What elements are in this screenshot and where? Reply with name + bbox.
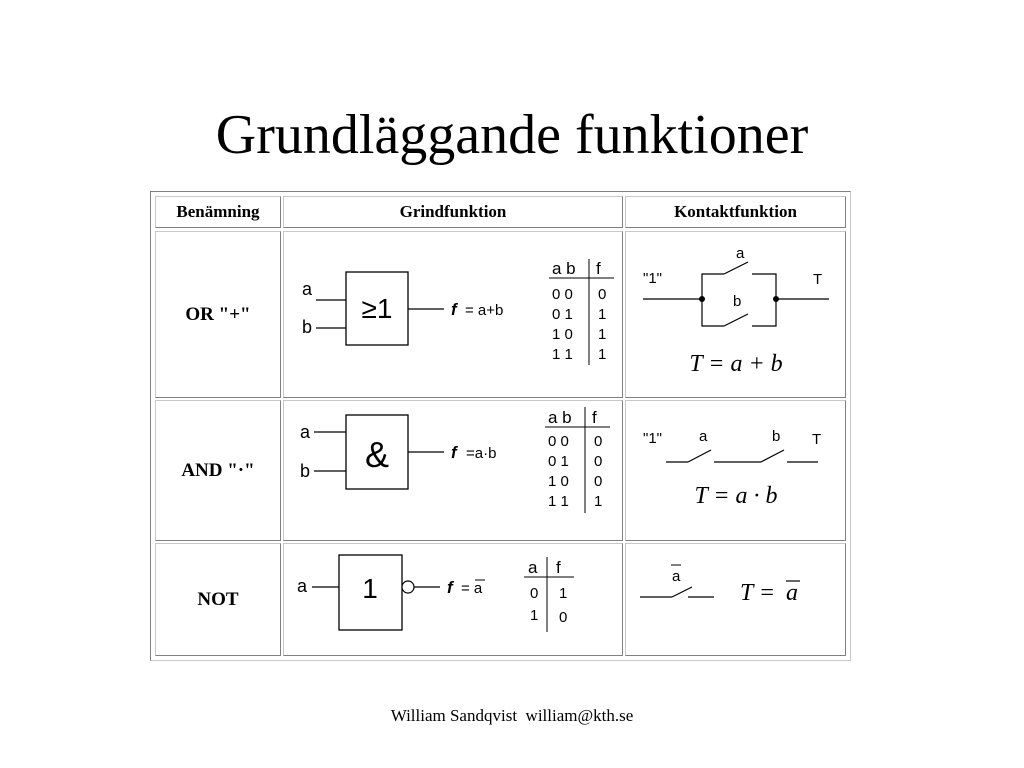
or-truth-header-f: f: [596, 259, 601, 278]
not-truth-row-out: 0: [559, 609, 567, 626]
and-input-b-label: b: [300, 461, 310, 481]
and-source-label: "1": [643, 430, 662, 447]
slide-title: Grundläggande funktioner: [215, 104, 809, 166]
or-source-label: "1": [643, 270, 662, 287]
and-gate-symbol: &: [365, 434, 389, 475]
and-truth-row-out: 0: [594, 433, 602, 450]
row-name-and: AND "·": [155, 400, 281, 541]
or-truth-row-out: 1: [598, 306, 606, 323]
row-name-or: OR "+": [155, 231, 281, 398]
or-contact-diagram: "1" a b T T = a + b: [643, 245, 829, 377]
row-name-not: NOT: [155, 543, 281, 656]
and-output-expr: =a·b: [466, 445, 496, 462]
not-gate-symbol: 1: [362, 573, 378, 604]
not-truth-header-a: a: [528, 558, 538, 577]
not-switch-a: [671, 586, 693, 598]
not-gate-box: [338, 554, 403, 631]
or-contact-b-label: b: [733, 293, 741, 310]
or-contact-a-label: a: [736, 245, 745, 262]
and-input-a-label: a: [300, 422, 311, 442]
logic-functions-table: Benämning Grindfunktion Kontaktfunktion …: [150, 191, 851, 661]
and-switch-b: [760, 449, 785, 463]
not-truth-row-in: 1: [530, 607, 538, 624]
or-gate-box: [345, 271, 409, 346]
or-truth-row-in: 1 0: [552, 326, 573, 343]
and-gate-diagram: a b & f =a·b a b f 0 0 0 0 1 0 1 0 0 1 1…: [300, 407, 610, 513]
not-gate-diagram: a 1 f = a a f 0 1 1 0: [297, 554, 574, 632]
not-output-expr: = a: [461, 580, 483, 597]
or-switch-a: [723, 261, 749, 275]
or-truth-row-out: 1: [598, 346, 606, 363]
and-terminal-label: T: [812, 431, 821, 448]
or-input-b-label: b: [302, 317, 312, 337]
not-truth-row-in: 0: [530, 585, 538, 602]
and-truth-row-out: 0: [594, 473, 602, 490]
not-formula-rhs: a: [786, 580, 798, 606]
header-kontaktfunktion: Kontaktfunktion: [625, 196, 846, 228]
header-benamning: Benämning: [155, 196, 281, 228]
or-contact-cell: "1" a b T T = a + b: [625, 231, 846, 398]
and-truth-row-out: 0: [594, 453, 602, 470]
and-output-var: f: [451, 443, 459, 462]
and-contact-b-label: b: [772, 428, 780, 445]
and-switch-a: [687, 449, 712, 463]
or-output-expr: = a+b: [465, 302, 503, 319]
not-output-var: f: [447, 578, 455, 597]
not-input-a-label: a: [297, 576, 308, 596]
not-truth-header-f: f: [556, 558, 561, 577]
and-contact-a-label: a: [699, 428, 708, 445]
or-gate-diagram: a b ≥1 f = a+b a b f 0 0 0 0 1 1 1 0 1 1…: [302, 259, 614, 365]
and-truth-row-in: 0 0: [548, 433, 569, 450]
and-truth-header-ab: a b: [548, 408, 572, 427]
or-truth-header-ab: a b: [552, 259, 576, 278]
not-truth-row-out: 1: [559, 585, 567, 602]
and-gate-cell: a b & f =a·b a b f 0 0 0 0 1 0 1 0 0 1 1…: [283, 400, 623, 541]
or-terminal-label: T: [813, 271, 822, 288]
not-inversion-bubble: [401, 580, 415, 594]
and-contact-diagram: "1" a b T T = a · b: [643, 428, 821, 509]
and-contact-cell: "1" a b T T = a · b: [625, 400, 846, 541]
footer-name: William Sandqvist: [390, 706, 518, 725]
and-truth-row-in: 0 1: [548, 453, 569, 470]
footer: William Sandqvist william@kth.se: [0, 706, 1024, 726]
header-grindfunktion: Grindfunktion: [283, 196, 623, 228]
or-truth-row-out: 0: [598, 286, 606, 303]
or-gate-cell: a b ≥1 f = a+b a b f 0 0 0 0 1 1 1 0 1 1…: [283, 231, 623, 398]
or-truth-row-in: 0 1: [552, 306, 573, 323]
or-truth-row-in: 1 1: [552, 346, 573, 363]
and-truth-row-in: 1 0: [548, 473, 569, 490]
not-contact-diagram: a T = a: [640, 564, 800, 606]
not-formula-lhs: T =: [740, 580, 775, 606]
not-contact-a-label: a: [672, 568, 681, 585]
or-truth-row-out: 1: [598, 326, 606, 343]
and-truth-row-out: 1: [594, 493, 602, 510]
or-truth-row-in: 0 0: [552, 286, 573, 303]
or-formula: T = a + b: [689, 351, 782, 377]
or-output-var: f: [451, 300, 459, 319]
or-switch-b: [723, 313, 749, 327]
or-gate-symbol: ≥1: [362, 293, 393, 324]
footer-email: william@kth.se: [525, 706, 634, 725]
or-input-a-label: a: [302, 279, 313, 299]
and-truth-header-f: f: [592, 408, 597, 427]
not-gate-cell: a 1 f = a a f 0 1 1 0: [283, 543, 623, 656]
not-contact-cell: a T = a: [625, 543, 846, 656]
and-truth-row-in: 1 1: [548, 493, 569, 510]
and-formula: T = a · b: [694, 483, 777, 509]
